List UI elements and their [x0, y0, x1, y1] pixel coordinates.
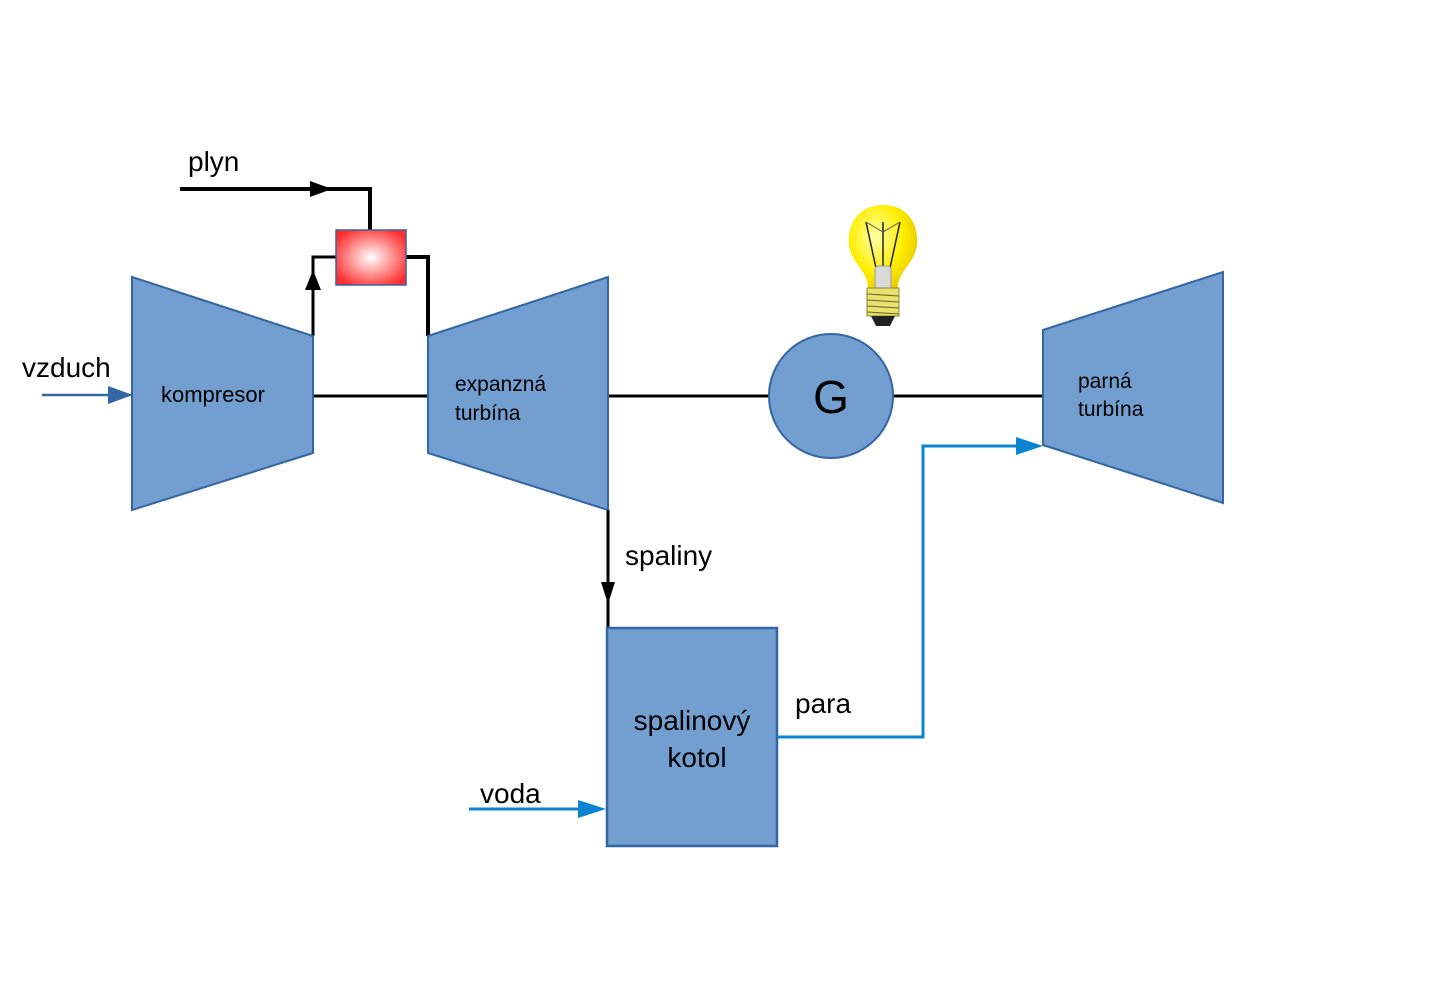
air-arrow-icon [108, 386, 133, 404]
flue-gas-label: spaliny [625, 540, 712, 571]
boiler-label-1: spalinový [634, 705, 751, 736]
expansion-turbine-label-2: turbína [455, 402, 521, 425]
compressed-air-arrow-icon [305, 270, 321, 290]
gas-line [180, 181, 372, 230]
gas-arrow-icon [310, 181, 332, 197]
boiler-label-2: kotol [667, 742, 726, 773]
compressor-label: kompresor [161, 382, 265, 407]
light-bulb-icon [848, 205, 918, 326]
steam-arrow-icon [1016, 437, 1043, 455]
gas-label: plyn [188, 146, 239, 177]
water-line [469, 800, 606, 818]
flue-gas-arrow-icon [601, 582, 615, 604]
compressor [131, 275, 314, 512]
steam-line [777, 437, 1043, 739]
expansion-turbine-label-1: expanzná [455, 373, 546, 396]
air-label: vzduch [22, 352, 111, 383]
air-inlet-line [42, 386, 133, 404]
water-label: voda [480, 778, 541, 809]
steam-turbine-label-2: turbína [1078, 398, 1144, 421]
steam-label: para [795, 688, 851, 719]
hot-gas-line [406, 255, 430, 336]
combustion-chamber-icon [335, 229, 407, 286]
water-arrow-icon [578, 800, 606, 818]
generator [768, 333, 894, 459]
flue-gas-line [601, 510, 615, 628]
heat-recovery-boiler [605, 626, 779, 848]
compressed-air-line [305, 255, 336, 336]
steam-turbine-label-1: parná [1078, 370, 1132, 393]
steam-turbine [1042, 270, 1224, 505]
generator-label: G [813, 371, 849, 423]
